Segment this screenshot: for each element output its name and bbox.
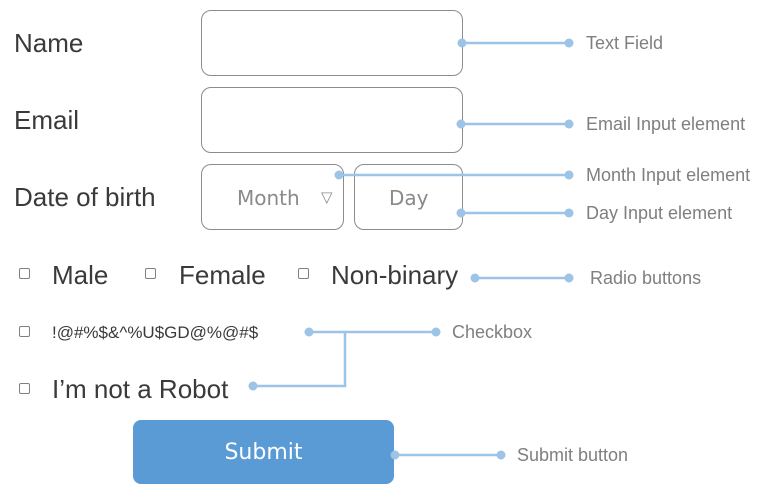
month-placeholder: Month xyxy=(237,186,300,210)
nonbinary-radio[interactable] xyxy=(298,268,309,279)
annotation-month-input: Month Input element xyxy=(586,165,751,185)
special-chars-option-label: !@#%$&^%U$GD@%@#$ xyxy=(52,323,259,342)
annotation-text-field: Text Field xyxy=(586,33,664,53)
email-label: Email xyxy=(14,105,80,135)
name-label: Name xyxy=(14,28,84,58)
male-radio[interactable] xyxy=(19,268,30,279)
special-chars-checkbox[interactable] xyxy=(19,326,30,337)
nonbinary-option-label: Non-binary xyxy=(331,260,459,290)
name-input[interactable] xyxy=(201,10,463,76)
male-option-label: Male xyxy=(52,260,109,290)
annotation-submit-button: Submit button xyxy=(517,445,629,465)
dob-label: Date of birth xyxy=(14,182,156,212)
annotation-checkbox: Checkbox xyxy=(452,322,533,342)
female-radio[interactable] xyxy=(145,268,156,279)
month-select[interactable]: Month ▽ xyxy=(201,164,344,230)
robot-checkbox[interactable] xyxy=(19,383,30,394)
annotation-radio-buttons: Radio buttons xyxy=(590,268,702,288)
robot-option-label: I’m not a Robot xyxy=(52,374,229,404)
email-input[interactable] xyxy=(201,87,463,153)
annotation-day-input: Day Input element xyxy=(586,203,733,223)
day-input[interactable]: Day xyxy=(354,164,463,230)
day-placeholder: Day xyxy=(389,186,429,210)
female-option-label: Female xyxy=(179,260,266,290)
submit-button[interactable]: Submit xyxy=(133,420,394,484)
chevron-down-icon: ▽ xyxy=(321,189,333,206)
annotation-email-input: Email Input element xyxy=(586,114,746,134)
